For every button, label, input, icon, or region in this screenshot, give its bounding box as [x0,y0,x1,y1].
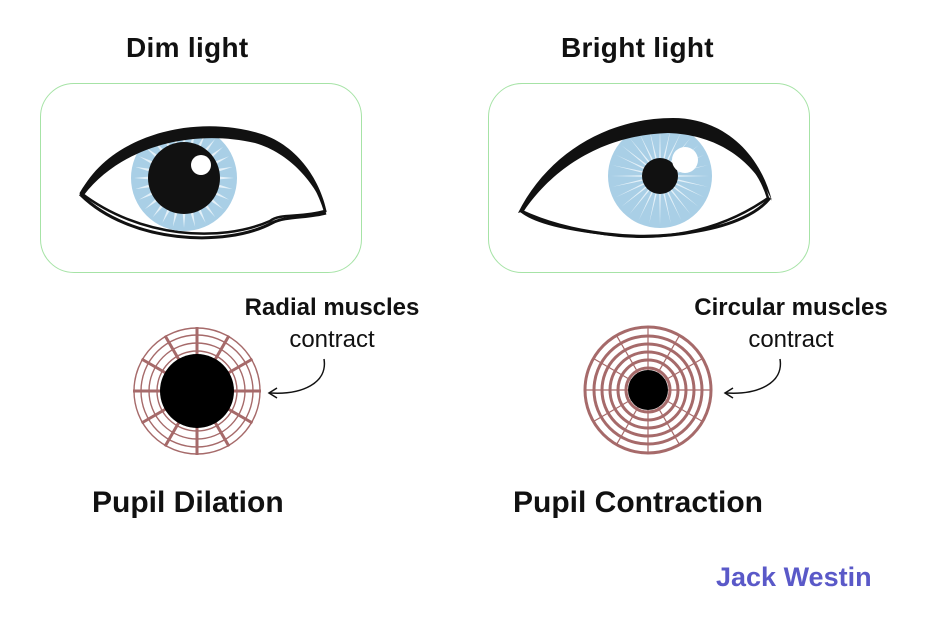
bright-light-title: Bright light [561,32,714,63]
dilated-pupil [160,354,234,428]
radial-arrow-icon [267,358,326,399]
radial-muscles-label: Radial muscles contract [244,294,420,353]
circular-muscles-diagram [583,325,713,455]
dilated-eye-illustration [79,126,327,240]
contracted-eye-illustration [518,118,772,238]
contracted-pupil [628,370,668,410]
radial-muscles-diagram [133,327,261,455]
pupil-contraction-caption: Pupil Contraction [513,486,763,519]
dim-light-title: Dim light [126,32,249,63]
circular-muscles-label: Circular muscles contract [694,294,888,353]
circular-arrow-icon [723,358,782,399]
brand-logo-text: Jack Westin [716,562,872,592]
pupil-dilation-caption: Pupil Dilation [92,486,284,519]
